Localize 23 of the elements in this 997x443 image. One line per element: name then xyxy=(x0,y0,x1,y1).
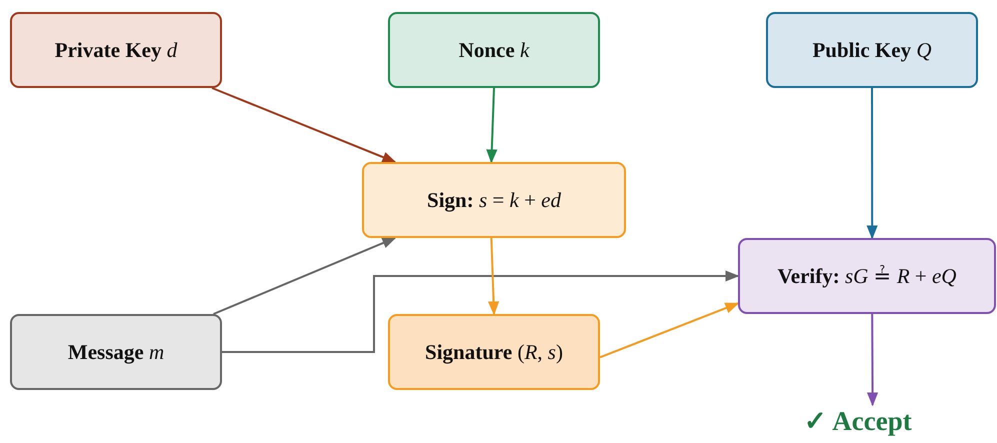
box-label: Signature (R, s) xyxy=(425,340,563,364)
box-label: Sign: s = k + ed xyxy=(427,188,561,212)
arrow xyxy=(488,238,500,316)
box-label: Private Key d xyxy=(54,38,178,62)
box-label: Message m xyxy=(68,340,164,364)
arrow xyxy=(212,87,396,163)
process-box xyxy=(10,314,222,390)
arrow xyxy=(600,302,740,358)
process-box xyxy=(766,12,978,88)
arrow xyxy=(486,88,498,164)
result-label: ✓ Accept xyxy=(804,405,913,437)
process-box xyxy=(10,12,222,88)
box-label: Verify: sG ≟ R + eQ xyxy=(778,264,956,288)
process-box xyxy=(362,162,626,238)
box-label: Nonce k xyxy=(458,38,530,62)
arrow xyxy=(222,270,740,353)
process-box xyxy=(738,238,996,314)
arrow xyxy=(866,88,878,240)
arrow xyxy=(866,314,878,406)
process-box xyxy=(388,314,600,390)
box-label: Public Key Q xyxy=(812,38,932,62)
arrow xyxy=(213,237,396,315)
process-box xyxy=(388,12,600,88)
